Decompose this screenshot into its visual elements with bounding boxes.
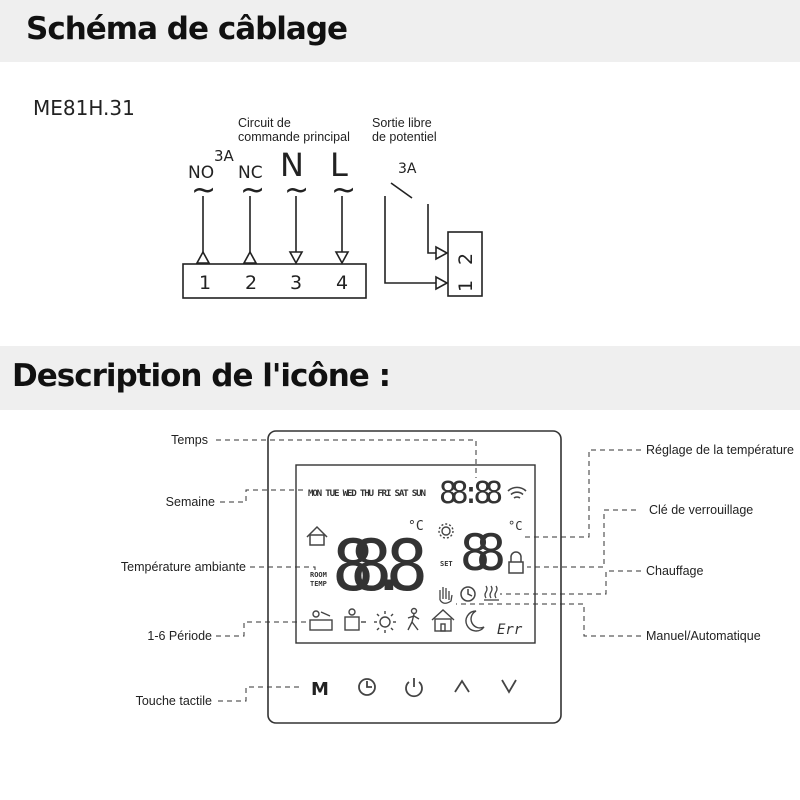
wiring-title: Schéma de câblage [26,11,348,47]
lcd-error: Err [497,622,523,638]
lcd-room-label: ROOM [310,571,327,579]
callout-set-temp: Réglage de la température [646,443,794,457]
free-output-label-2: de potentiel [372,130,437,144]
lcd-room-unit: °C [408,519,424,534]
terminal-no-label: NO [188,163,214,183]
down-button[interactable] [501,679,517,694]
period-2-leave-icon [344,608,366,631]
callout-room-line [250,566,316,575]
period-5-home-icon [431,609,455,632]
power-button[interactable] [405,678,423,698]
clock-button[interactable] [358,678,376,696]
period-4-return-icon [407,607,420,631]
terminal-l-label: L [330,146,348,184]
lcd-temp-label: TEMP [310,580,327,588]
terminal-n-label: N [280,146,304,184]
clock-auto-icon [460,586,476,602]
clock-icon [358,678,376,696]
ac-symbol-4: ~ [331,173,356,208]
lcd-set-temp: 88 [460,524,506,582]
terminal-3-number: 3 [290,272,302,294]
relay-rating-label: 3A [214,147,235,165]
terminal-4-number: 4 [336,272,348,294]
free-output-rating: 3A [398,161,417,177]
callout-touch-line [218,686,303,702]
callout-heating: Chauffage [646,564,704,578]
callout-period: 1-6 Période [147,629,212,643]
callout-lines [216,439,641,702]
period-3-sun-icon [374,611,396,633]
main-circuit-label-1: Circuit de [238,116,291,130]
icon-section-header: Description de l'icône : [0,346,800,410]
callout-period-line [216,621,308,637]
ac-symbol-2: ~ [240,173,265,208]
wifi-icon [507,486,527,499]
callout-week: Semaine [166,495,215,509]
callout-heating-line [500,570,641,595]
callout-room-temp: Température ambiante [121,560,246,574]
callout-touch: Touche tactile [136,694,212,708]
main-circuit-label-2: commande principal [238,130,350,144]
wiring-section-header: Schéma de câblage [0,0,800,62]
terminal-2-number: 2 [245,272,257,294]
up-button[interactable] [454,679,470,693]
hand-manual-icon [439,587,453,604]
callout-lock-line [527,509,636,568]
icon-title: Description de l'icône : [12,358,391,394]
mode-m-button[interactable]: M [311,679,329,700]
lcd-set-label: SET [440,560,453,568]
lcd-room-temp: 88.8 [332,525,428,607]
callout-lock: Clé de verrouillage [649,503,753,517]
callout-manual-auto: Manuel/Automatique [646,629,761,643]
free-output-label-1: Sortie libre [372,116,432,130]
output-terminal-1: 1 [455,280,477,292]
callout-week-line [220,489,306,503]
period-1-wake-icon [309,610,333,631]
callout-set-temp-line [522,449,641,538]
lock-icon [508,551,524,574]
free-output-arrows [435,245,449,291]
model-label: ME81H.31 [33,96,135,120]
callout-time: Temps [171,433,208,447]
free-output-relay [384,182,436,284]
output-terminal-2: 2 [455,253,477,265]
period-icons [309,607,485,633]
gear-icon [438,523,454,539]
house-room-icon [306,525,328,546]
clock-hands [366,681,372,688]
heating-icon [484,585,499,601]
terminal-block [182,263,367,299]
power-icon [405,681,423,698]
lcd-clock: 88:88 [439,476,503,511]
terminal-1-number: 1 [199,272,211,294]
free-output-block [447,231,483,297]
terminal-nc-label: NC [238,163,263,183]
input-wires [202,196,343,252]
period-6-sleep-icon [465,610,485,632]
terminal-arrows [195,250,350,265]
callout-manual-line [456,603,641,637]
lcd-set-unit: °C [508,519,522,533]
lcd-weekdays: MON TUE WED THU FRI SAT SUN [308,488,426,499]
